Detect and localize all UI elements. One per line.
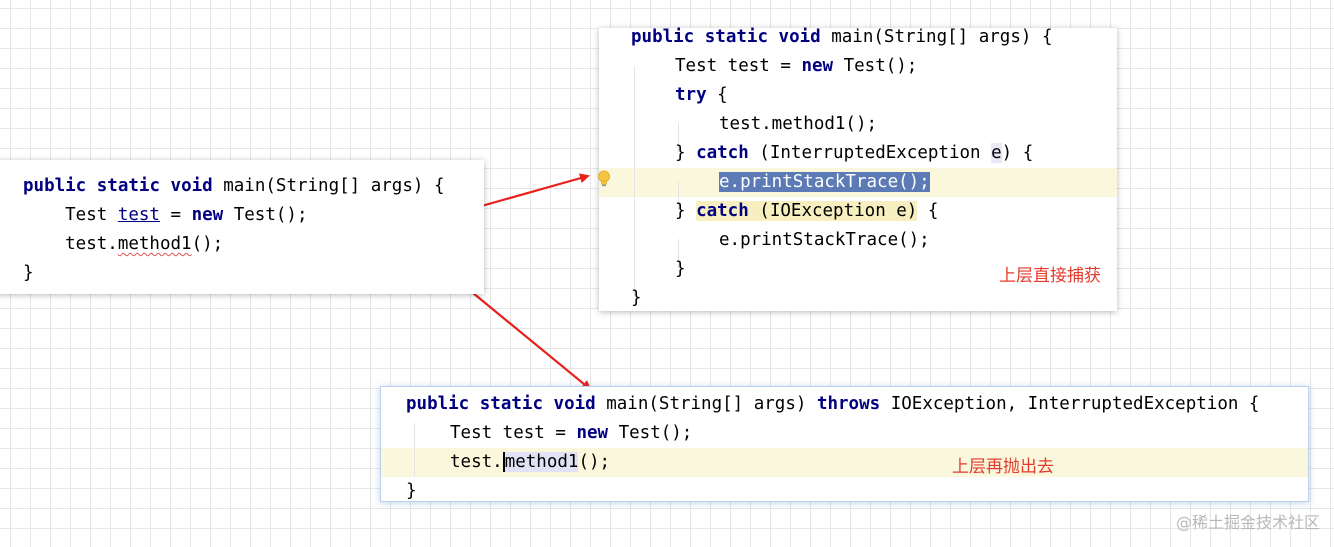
annotation-rethrow: 上层再抛出去: [952, 457, 1054, 477]
code-line-4: }: [23, 263, 34, 283]
method-call-with-caret[interactable]: method1: [502, 452, 579, 472]
indent-guide: [678, 181, 679, 210]
annotation-catch-directly: 上层直接捕获: [999, 266, 1101, 286]
code-line-3[interactable]: test.method1();: [450, 452, 611, 472]
matched-catch-block: catch (IOException e): [696, 201, 918, 221]
code-line-1: public static void main(String[] args) t…: [406, 394, 1260, 414]
code-line-8: e.printStackTrace();: [719, 230, 930, 250]
arrow-to-catch: [477, 173, 590, 209]
throws-code-panel: public static void main(String[] args) t…: [380, 386, 1309, 502]
indent-guide: [678, 239, 679, 268]
indent-guide: [678, 123, 679, 152]
selected-statement: e.printStackTrace();: [719, 172, 930, 192]
watermark: @稀土掘金技术社区: [1175, 513, 1320, 532]
test-variable: test: [117, 205, 160, 225]
code-line-4: }: [406, 481, 417, 501]
indent-guide: [414, 423, 415, 477]
indent-guide: [634, 66, 635, 296]
code-line-7: } catch (IOException e) {: [675, 201, 939, 221]
code-line-4: test.method1();: [719, 114, 878, 134]
exception-variable: e: [991, 143, 1002, 163]
unhandled-exception-call: method1: [117, 234, 192, 254]
arrow-to-throws: [472, 292, 592, 391]
code-line-3: test.method1();: [23, 234, 224, 254]
code-line-1: public static void main(String[] args) {: [23, 176, 445, 196]
code-line-3: try {: [675, 85, 728, 105]
code-line-10: }: [631, 288, 642, 308]
code-line-6: e.printStackTrace();: [719, 168, 930, 197]
lightbulb-icon[interactable]: [597, 170, 611, 188]
code-line-2: Test test = new Test();: [450, 423, 693, 443]
original-code-panel: public static void main(String[] args) {…: [0, 160, 484, 294]
code-line-2: Test test = new Test();: [23, 205, 308, 225]
code-line-5: } catch (InterruptedException e) {: [675, 143, 1034, 163]
code-line-9: }: [675, 259, 686, 279]
try-catch-code-panel: public static void main(String[] args) {…: [599, 27, 1117, 311]
code-line-2: Test test = new Test();: [675, 56, 918, 76]
code-line-1: public static void main(String[] args) {: [631, 27, 1053, 47]
